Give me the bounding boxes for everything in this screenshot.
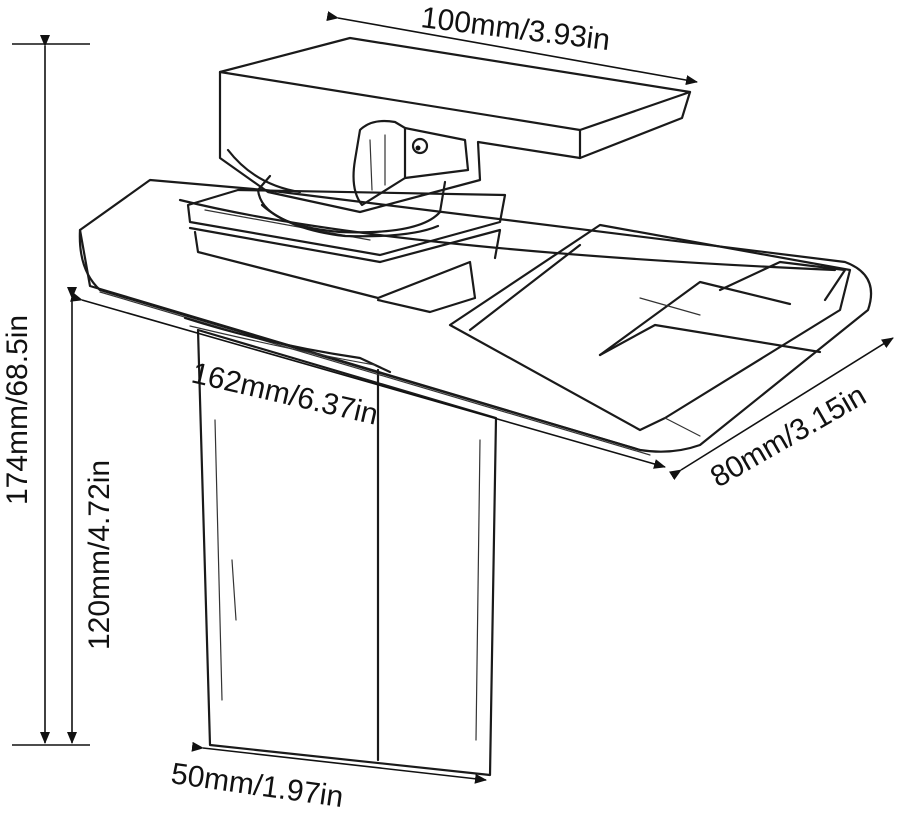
spout-length-label: 162mm/6.37in <box>188 357 381 432</box>
spout-depth-label: 80mm/3.15in <box>705 379 872 494</box>
faucet-collar <box>256 174 447 238</box>
body-height-label: 120mm/4.72in <box>83 460 116 650</box>
top-width-label: 100mm/3.93in <box>419 1 612 57</box>
base-width-label: 50mm/1.97in <box>169 757 345 814</box>
faucet-handle <box>218 36 692 214</box>
faucet-spout <box>78 178 873 456</box>
dimension-lines <box>12 11 894 784</box>
total-height-label: 174mm/68.5in <box>1 315 34 505</box>
